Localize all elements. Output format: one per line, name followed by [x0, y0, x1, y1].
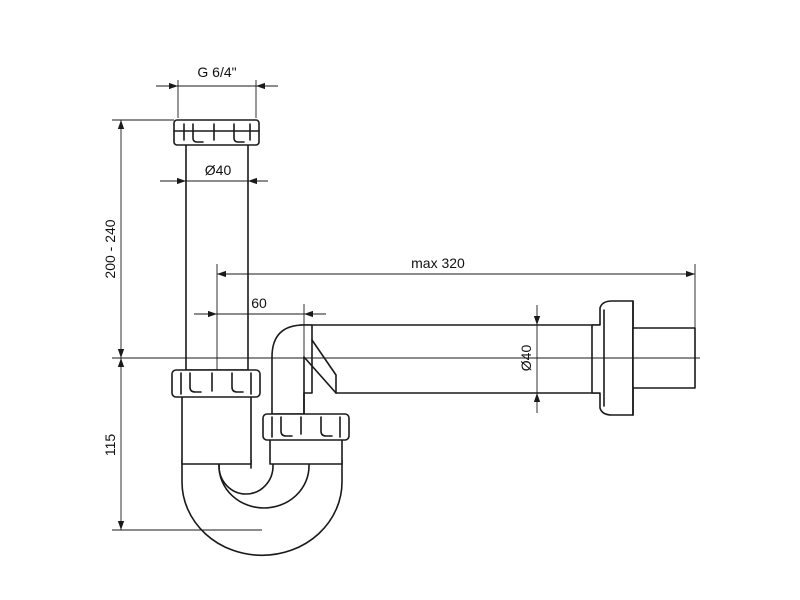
dimension-height-range: 200 - 240 — [102, 119, 186, 359]
dimension-top-diameter: Ø40 — [160, 162, 268, 185]
outlet-diameter-label: Ø40 — [518, 345, 534, 372]
max-length-label: max 320 — [411, 255, 465, 271]
dimension-lower-height: 115 — [102, 358, 262, 531]
trap-body — [177, 395, 256, 465]
elbow-coupling-nut — [262, 413, 350, 465]
lower-height-label: 115 — [102, 434, 118, 457]
trap-coupling-nut — [171, 369, 261, 398]
dimension-thread: G 6/4" — [156, 64, 278, 118]
height-range-label: 200 - 240 — [102, 219, 118, 278]
offset-label: 60 — [251, 295, 267, 311]
dimension-max-length: max 320 — [216, 255, 696, 370]
top-threaded-nut — [173, 119, 260, 146]
dimension-offset: 60 — [194, 295, 326, 414]
thread-size-label: G 6/4" — [197, 64, 236, 80]
dimension-outlet-diameter: Ø40 — [518, 305, 541, 413]
top-diameter-label: Ø40 — [205, 162, 232, 178]
drain-pipe-assembly — [271, 324, 601, 415]
u-trap-bend — [181, 459, 343, 557]
